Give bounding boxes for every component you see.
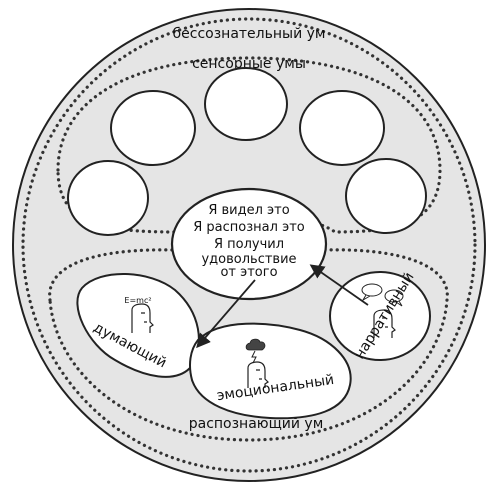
unconscious-mind-label: бессознательный ум [173,26,326,42]
narrative-face-icon [373,309,396,338]
arrow-icon [309,264,369,306]
center-line-4: удовольствие [201,252,296,267]
thinking-face-icon [131,303,154,333]
sensory-mind-circle-5 [345,158,427,234]
center-line-2: Я распознал это [193,220,305,235]
emotional-face-icon [247,361,269,388]
sensory-minds-label: сенсорные умы [192,56,306,72]
storm-cloud-icon [245,338,266,364]
sensory-minds-region [56,56,442,234]
center-line-5: от этого [220,265,277,280]
narrative-mind-circle [329,271,431,361]
sensory-mind-circle-3 [299,90,385,166]
center-line-1: Я видел это [208,203,289,218]
arrow-icon [196,279,256,349]
awareness-ellipse [170,187,328,301]
unconscious-mind-dotted-boundary [21,17,477,473]
sensory-mind-circle-4 [67,160,149,236]
recognizing-mind-label: распознающий ум [189,416,324,432]
center-line-3: Я получил [214,237,284,252]
speech-bubbles-icon [361,283,404,307]
emotional-mind-shape [189,322,352,420]
formula-label: E=mc² [124,296,151,305]
sensory-mind-circle-2 [204,67,288,141]
sensory-mind-circle-1 [110,90,196,166]
